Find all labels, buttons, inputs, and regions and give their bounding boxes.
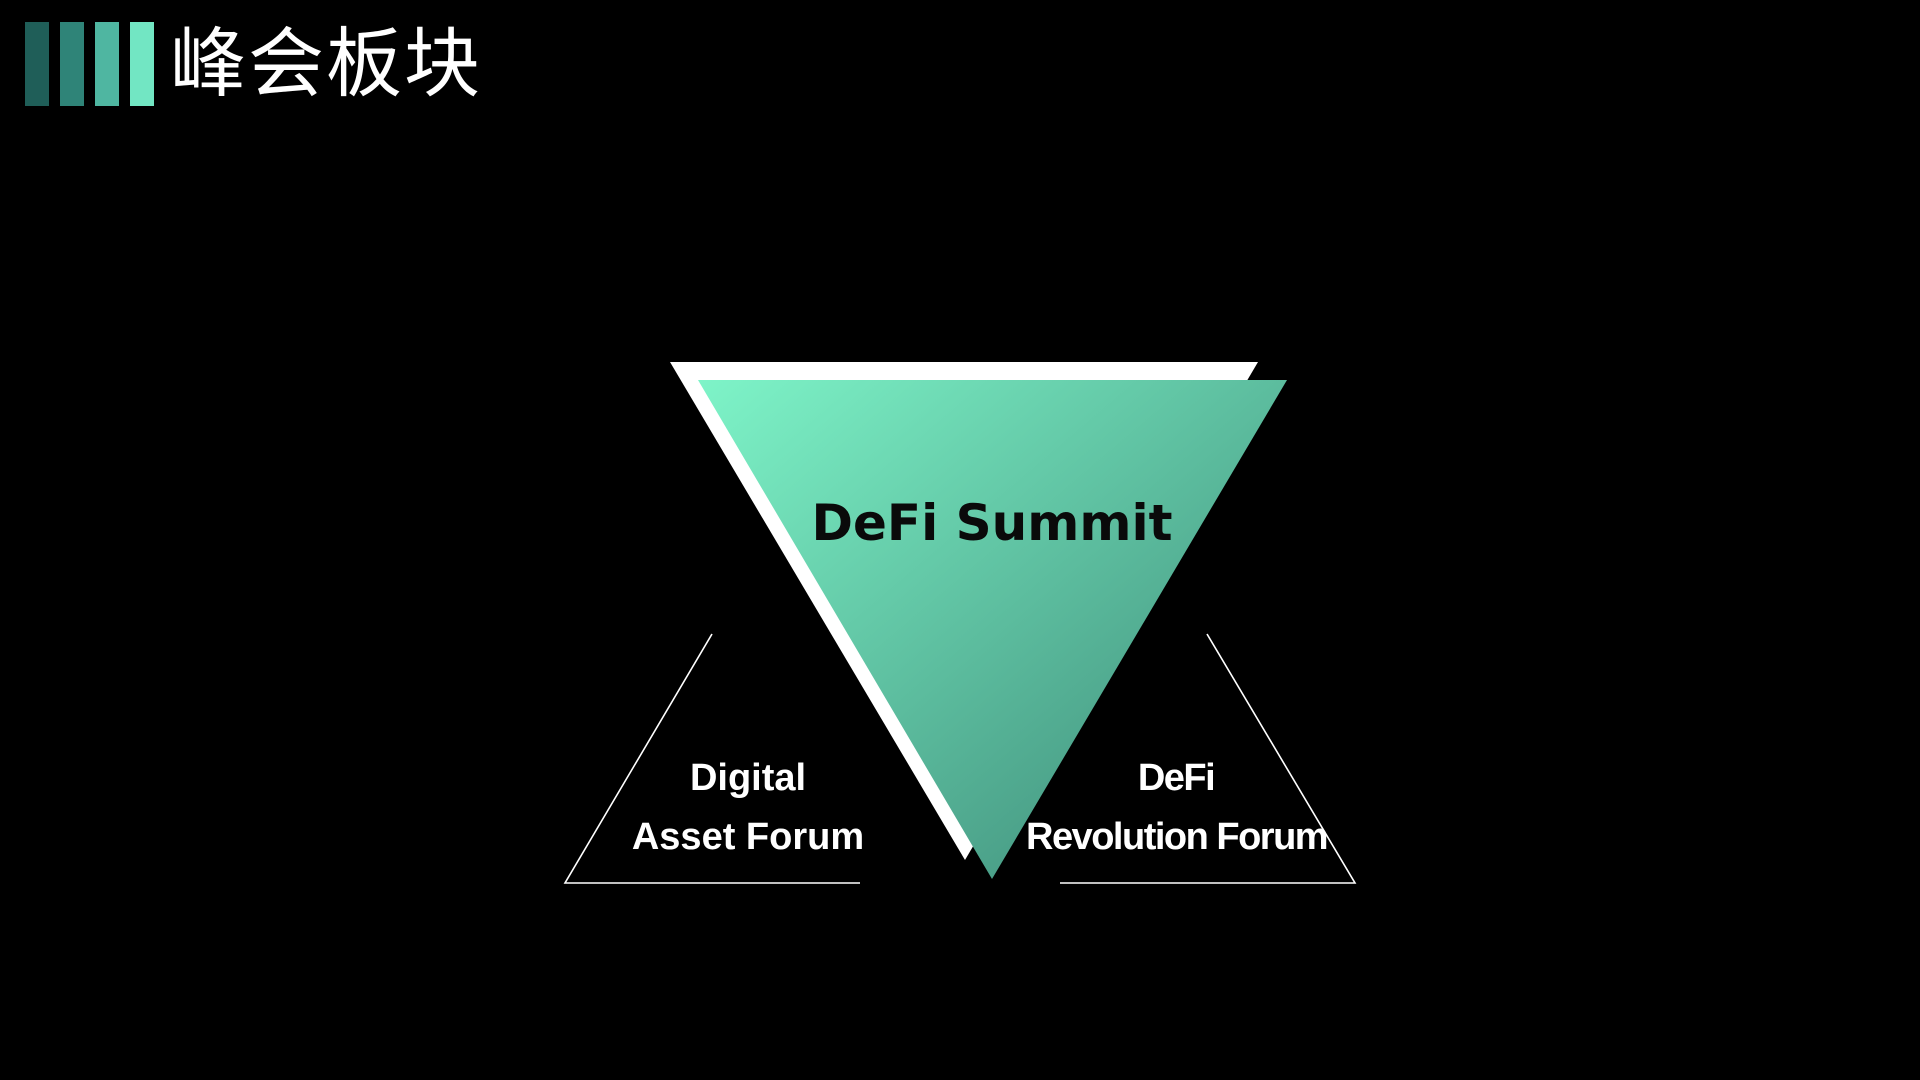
forum-label-line: DeFi [1137, 757, 1216, 799]
title-accent-bars [25, 22, 154, 106]
defi-revolution-forum-outline [1060, 633, 1357, 884]
digital-asset-forum-outline [563, 633, 860, 884]
accent-bar [60, 22, 84, 106]
defi-revolution-forum-label: DeFi Revolution Forum [1026, 749, 1329, 867]
accent-bar [25, 22, 49, 106]
defi-summit-label: DeFi Summit [811, 494, 1173, 552]
forum-label-line: Revolution Forum [1026, 816, 1329, 858]
accent-bar [130, 22, 154, 106]
forum-label-line: Digital [689, 757, 807, 799]
digital-asset-forum-label: Digital Asset Forum [598, 749, 898, 867]
forum-label-line: Asset Forum [631, 816, 865, 858]
accent-bar [95, 22, 119, 106]
defi-summit-block [698, 380, 1287, 879]
page-title: 峰会板块 [170, 19, 482, 108]
